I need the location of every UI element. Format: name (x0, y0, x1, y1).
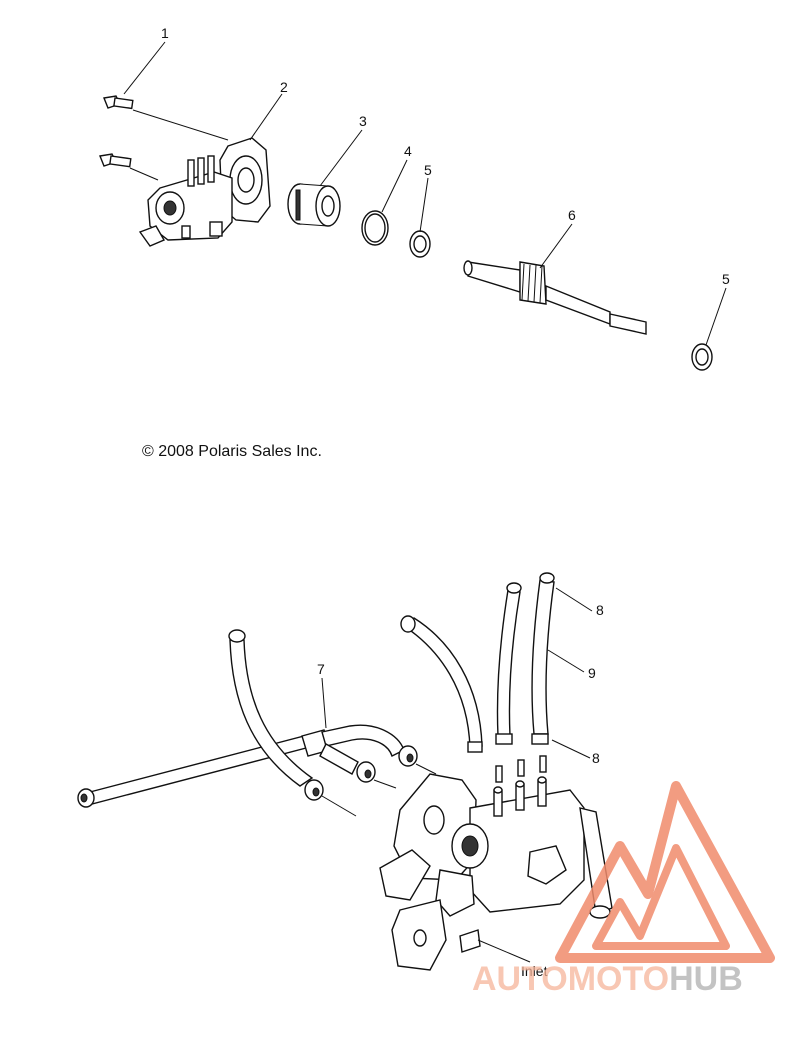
oil-pump-bottom (379, 755, 613, 971)
vertical-hose-a (495, 582, 522, 745)
drive-shaft (463, 260, 647, 335)
bearing-sleeve (287, 183, 341, 227)
leader-bolt-lower (129, 167, 159, 181)
callout-3: 3 (359, 113, 367, 129)
callout-1: 1 (161, 25, 169, 41)
callout-6: 6 (568, 207, 576, 223)
callout-7: 7 (317, 661, 325, 677)
callout-8b: 8 (592, 750, 600, 766)
vertical-hose-b (531, 572, 555, 745)
callout-4: 4 (404, 143, 412, 159)
callout-8a: 8 (596, 602, 604, 618)
curved-hose (400, 615, 483, 753)
bolt-lower (99, 153, 132, 168)
copyright-notice: © 2008 Polaris Sales Inc. (142, 443, 322, 460)
callout-9: 9 (588, 665, 596, 681)
tee-fitting (301, 724, 418, 783)
automotohub-logo (555, 781, 775, 963)
callout-2: 2 (280, 79, 288, 95)
upper-left-hose (228, 629, 324, 801)
callout-5b: 5 (722, 271, 730, 287)
oil-pump-top (138, 137, 271, 247)
callout-5a: 5 (424, 162, 432, 178)
bolt-upper (103, 95, 134, 110)
watermark-text: AUTOMOTOHUB (472, 960, 743, 998)
inlet-label: Inlet (521, 963, 548, 979)
leader-bolt-upper (132, 109, 229, 141)
